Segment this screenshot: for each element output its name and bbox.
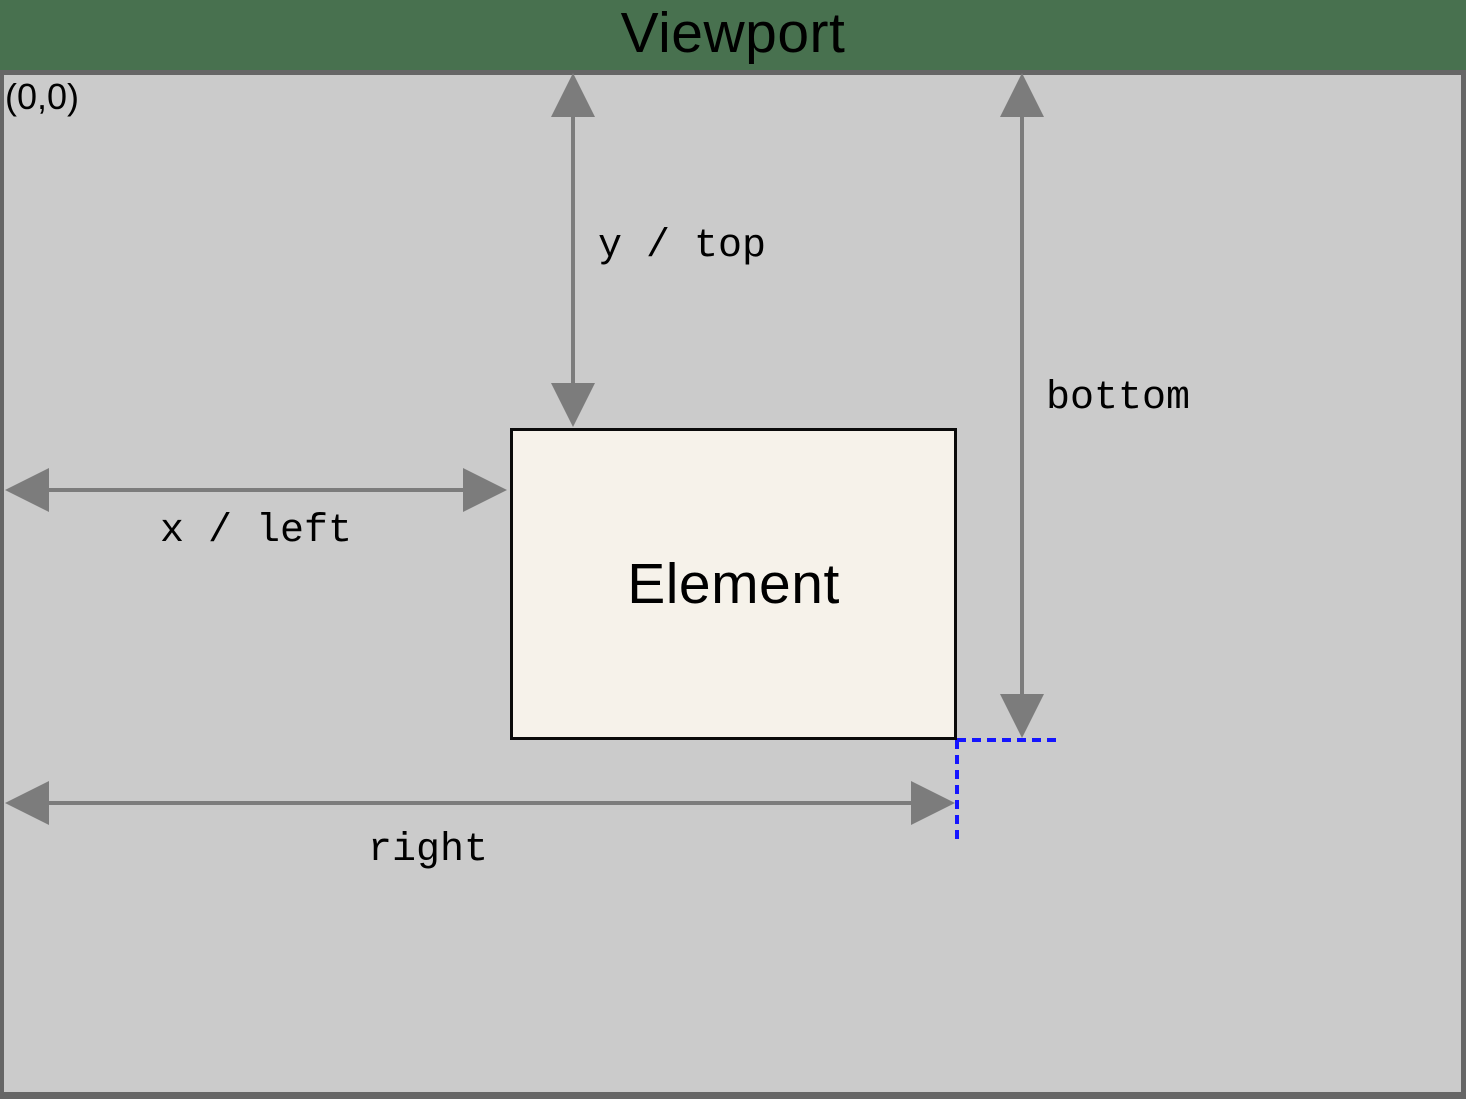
y-top-arrow-label: y / top (598, 224, 767, 269)
page-title: Viewport (620, 1, 846, 65)
right-arrow-label: right (368, 828, 489, 873)
element-box: Element (510, 428, 957, 740)
origin-coordinate-label: (0,0) (5, 76, 80, 117)
x-left-arrow-label: x / left (160, 509, 353, 554)
bottom-arrow-label: bottom (1046, 376, 1191, 421)
element-label: Element (627, 552, 840, 616)
